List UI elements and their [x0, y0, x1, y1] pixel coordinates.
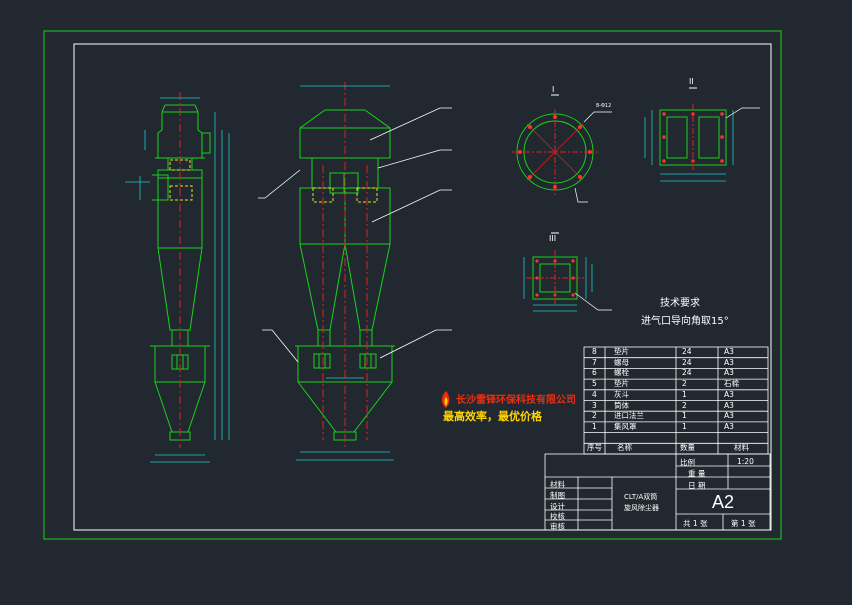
bom-material: A3	[724, 389, 734, 399]
bom-material: A3	[724, 368, 734, 378]
bom-no: 1	[592, 421, 597, 431]
bom-qty: 24	[682, 368, 692, 378]
section-III-view	[523, 232, 612, 312]
bom-name: 垫片	[614, 347, 629, 356]
inner-frame	[73, 43, 772, 531]
bom-no: 2	[592, 411, 597, 421]
section-III-label: III	[549, 234, 557, 243]
section-II-label: II	[689, 77, 694, 86]
leader-lines	[258, 107, 452, 363]
bom-header-qty: 数量	[680, 443, 695, 453]
material-label: 材料	[550, 480, 565, 489]
drawn-label: 制图	[550, 491, 565, 500]
bom-name: 筒体	[614, 400, 629, 410]
design-label: 设计	[550, 502, 565, 511]
technical-requirements-line: 进气口导向角取15°	[641, 316, 729, 327]
bom-qty: 24	[682, 347, 692, 356]
bom-material: A3	[724, 347, 734, 356]
bom-no: 5	[592, 379, 597, 389]
approve-label: 审核	[550, 522, 565, 531]
bolt-hole-note: 8-Φ12	[596, 103, 612, 109]
side-view-hidden	[169, 159, 193, 201]
bom-header-material: 材料	[734, 443, 749, 453]
section-I-bolt-holes	[518, 115, 592, 189]
bom-material: A3	[724, 411, 734, 421]
bom-name: 进口法兰	[614, 411, 644, 421]
front-view-centerlines	[322, 82, 368, 448]
bom-name: 灰斗	[614, 389, 629, 399]
weight-label: 重 量	[688, 469, 706, 478]
company-name: 长沙雷铎环保科技有限公司	[456, 395, 576, 406]
bom-no: 3	[592, 400, 597, 410]
drawing-name-line1: CLT/A双筒	[624, 493, 658, 501]
bom-material: A3	[724, 357, 734, 367]
section-II-view	[644, 87, 760, 182]
bom-no: 4	[592, 389, 597, 399]
bom-qty: 2	[682, 379, 687, 389]
bom-qty: 24	[682, 357, 692, 367]
bom-no: 6	[592, 368, 597, 378]
side-view-dimensions	[125, 97, 230, 463]
date-label: 日 期	[688, 481, 706, 490]
check-label: 校核	[550, 512, 565, 521]
front-view-dimensions	[296, 85, 394, 461]
company-slogan: 最高效率，最优价格	[443, 410, 542, 423]
bom-name: 垫片	[614, 379, 629, 389]
sheet-number: 第 1 张	[731, 519, 756, 528]
bom-no: 7	[592, 357, 597, 367]
title-block-grid	[544, 453, 771, 531]
bom-grid	[583, 346, 769, 455]
bom-name: 螺栓	[614, 368, 629, 378]
bom-header-name: 名称	[617, 443, 632, 453]
section-I-view	[512, 94, 612, 203]
scale-value: 1:20	[737, 457, 754, 466]
bom-name: 集风罩	[614, 421, 637, 431]
drawing-name-line2: 旋风除尘器	[624, 504, 659, 512]
sheets-total: 共 1 张	[683, 519, 708, 528]
scale-label: 比例	[680, 458, 695, 467]
bom-material: A3	[724, 400, 734, 410]
bom-qty: 1	[682, 421, 687, 431]
bom-name: 螺母	[614, 357, 629, 367]
sheet-size: A2	[712, 492, 735, 512]
company-logo	[441, 391, 450, 408]
bom-qty: 1	[682, 389, 687, 399]
outer-frame	[43, 30, 782, 540]
bom-qty: 2	[682, 400, 687, 410]
bom-header-no: 序号	[587, 443, 602, 453]
bom-qty: 1	[682, 411, 687, 421]
bom-material: A3	[724, 421, 734, 431]
section-I-label: I	[552, 85, 555, 94]
technical-requirements-title: 技术要求	[660, 298, 700, 309]
section-III-bolt-holes	[535, 259, 575, 297]
bom-material: 石棉	[724, 379, 739, 389]
bom-no: 8	[592, 347, 597, 356]
